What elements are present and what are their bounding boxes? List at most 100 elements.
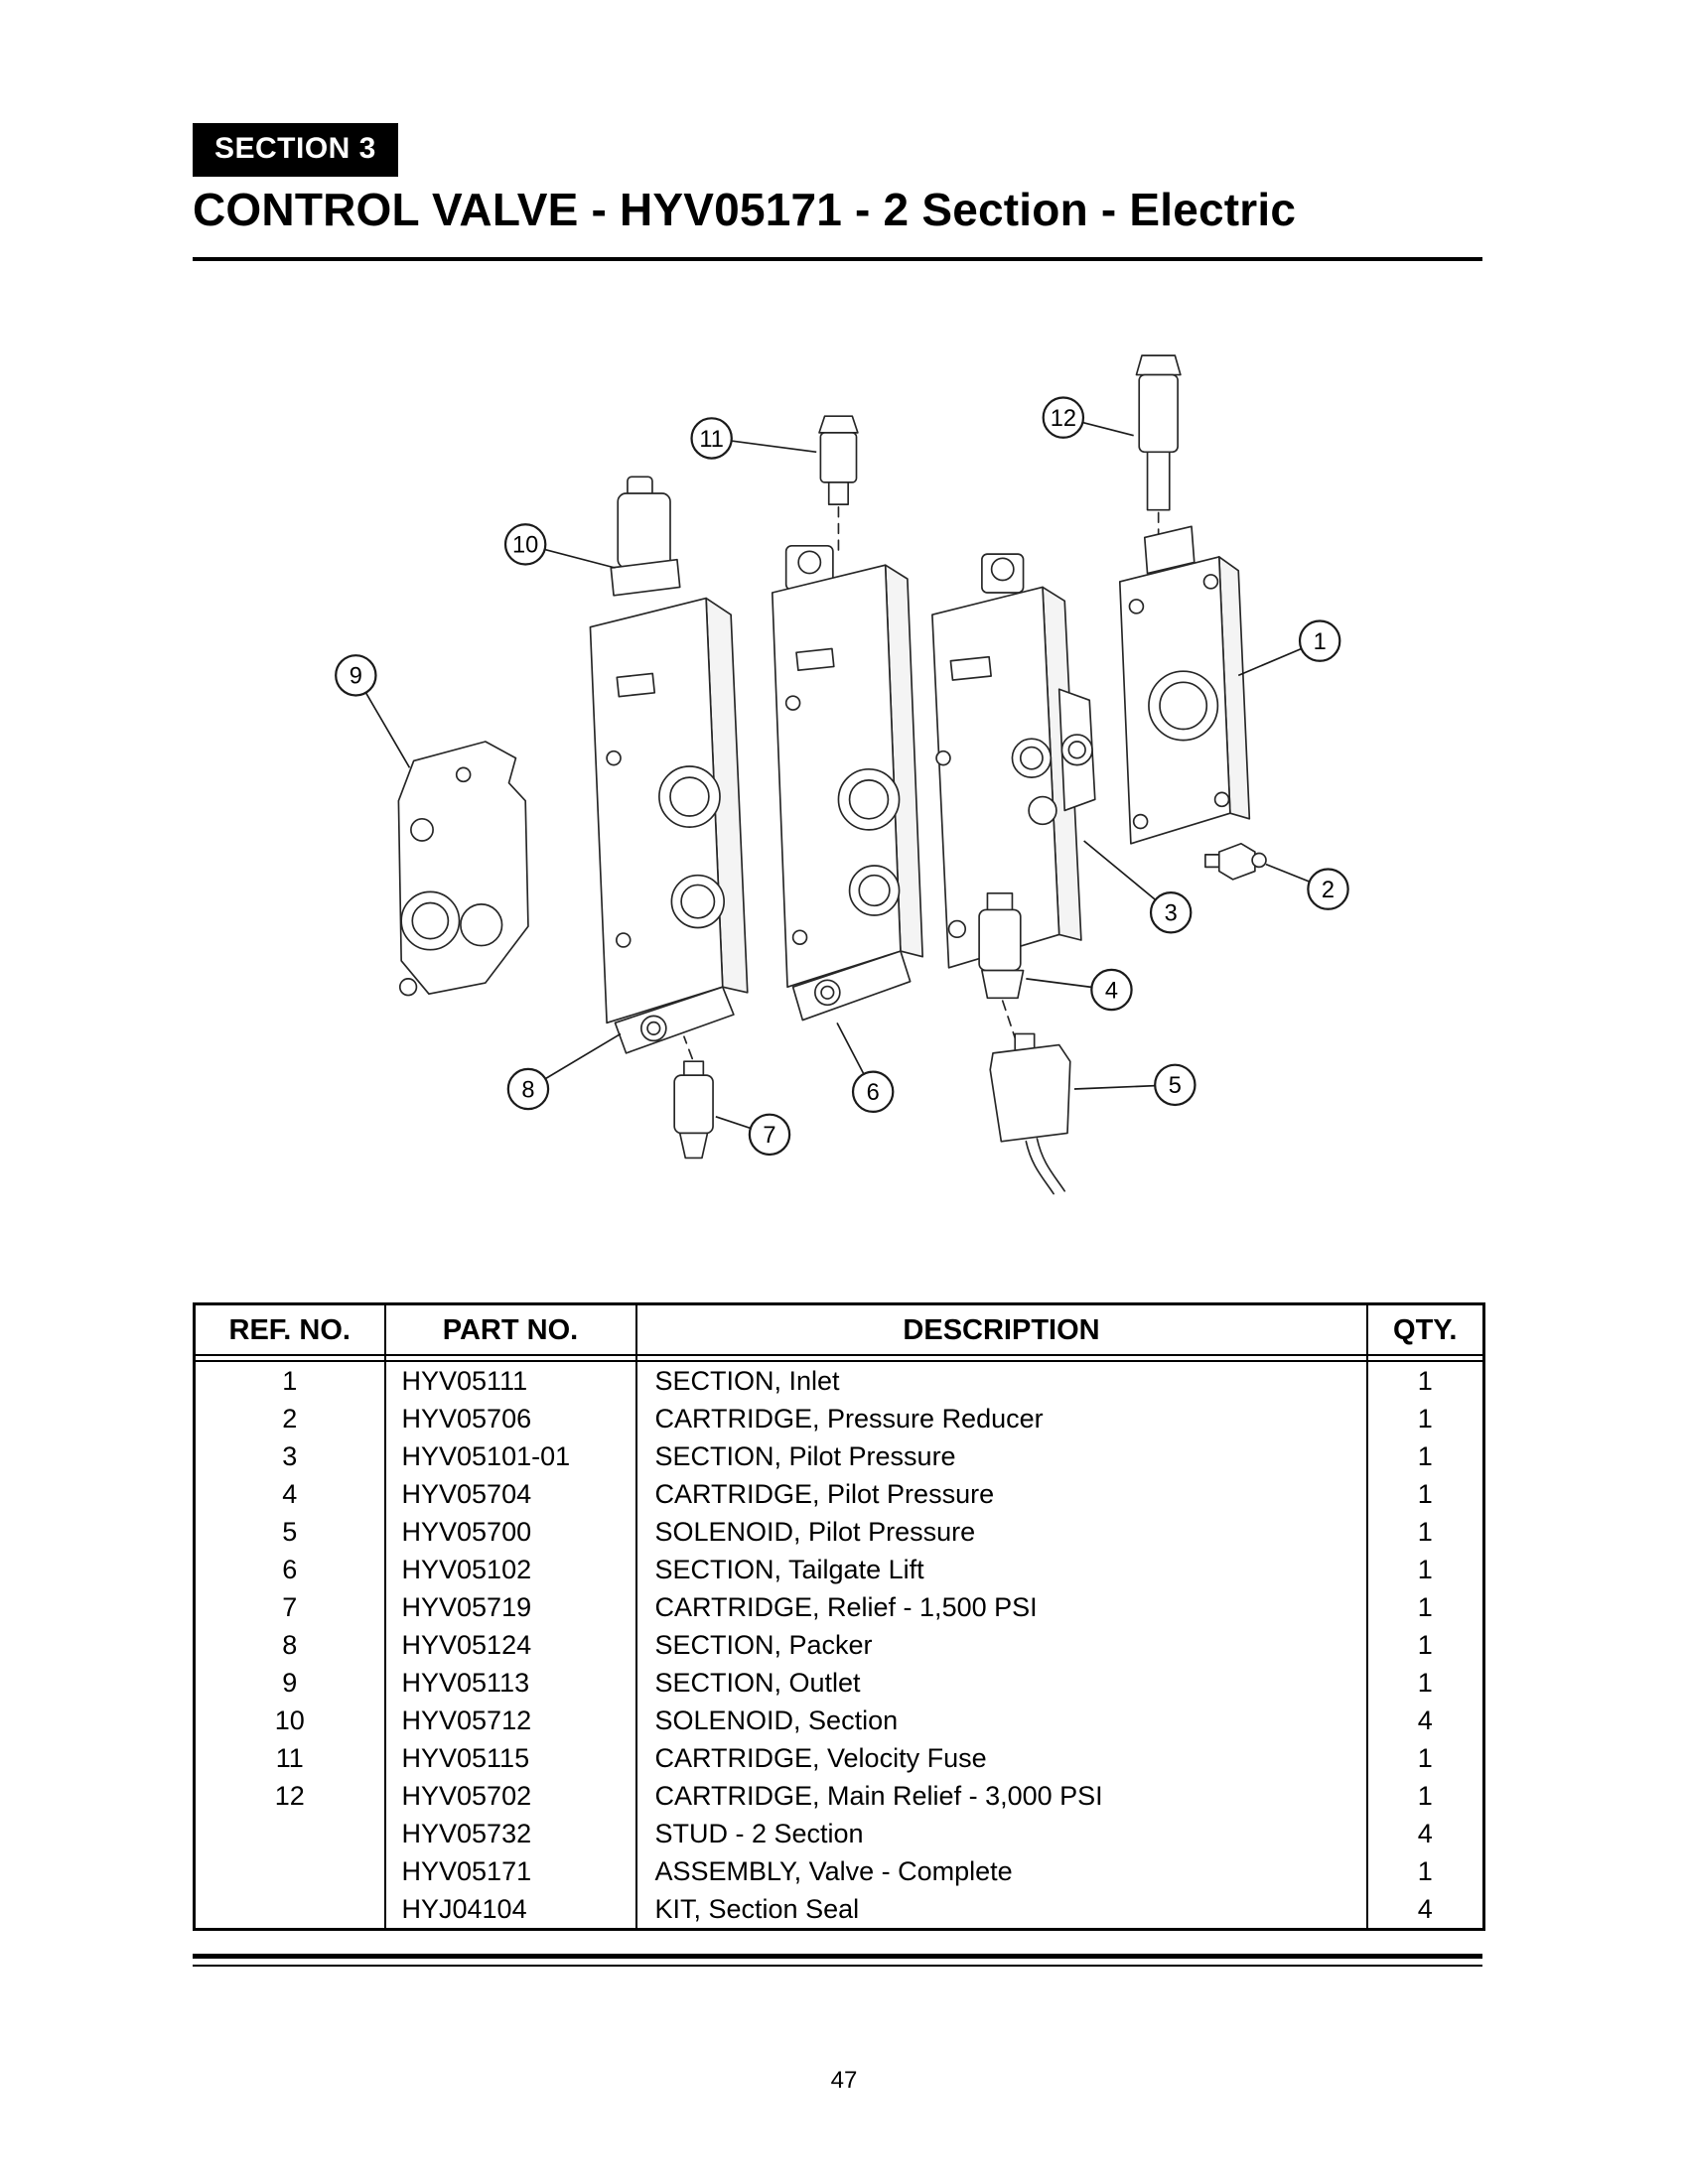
cell-description: SECTION, Inlet <box>634 1361 1368 1400</box>
cell-qty: 1 <box>1365 1361 1485 1400</box>
cell-part-no: HYV05732 <box>383 1815 637 1852</box>
callout-9: 9 <box>335 654 377 697</box>
callout-circle-5 <box>1154 1063 1196 1107</box>
cell-description: CARTRIDGE, Pressure Reducer <box>634 1400 1368 1437</box>
callout-11: 11 <box>690 417 733 460</box>
cell-part-no: HYV05124 <box>383 1626 637 1664</box>
cell-qty: 1 <box>1365 1626 1485 1664</box>
cell-ref-no: 1 <box>193 1361 386 1400</box>
cell-part-no: HYV05113 <box>383 1664 637 1702</box>
cell-qty: 1 <box>1365 1739 1485 1777</box>
cell-qty: 1 <box>1365 1777 1485 1815</box>
cell-description: CARTRIDGE, Main Relief - 3,000 PSI <box>634 1777 1368 1815</box>
pressure-reducer <box>1204 842 1267 881</box>
cell-qty: 1 <box>1365 1400 1485 1437</box>
cell-ref-no: 2 <box>193 1400 386 1437</box>
callout-10: 10 <box>503 523 547 566</box>
packer-section <box>589 476 749 1054</box>
header-qty: QTY. <box>1365 1303 1485 1356</box>
callout-circle-1 <box>1298 619 1341 662</box>
cell-ref-no <box>193 1890 386 1930</box>
callout-circle-11 <box>690 417 733 460</box>
callout-number-8: 8 <box>521 1077 534 1103</box>
cell-ref-no <box>193 1815 386 1852</box>
section-badge: SECTION 3 <box>193 123 398 177</box>
cell-description: SECTION, Packer <box>634 1626 1368 1664</box>
callout-circle-2 <box>1307 868 1349 910</box>
callout-number-12: 12 <box>1051 406 1076 432</box>
callout-6: 6 <box>851 1070 895 1114</box>
callout-number-5: 5 <box>1169 1073 1182 1099</box>
callout-circle-3 <box>1149 890 1193 934</box>
cell-part-no: HYV05700 <box>383 1513 637 1551</box>
cell-ref-no: 7 <box>193 1588 386 1626</box>
pilot-cartridge <box>978 891 1025 1000</box>
cell-ref-no: 6 <box>193 1551 386 1588</box>
cell-ref-no <box>193 1852 386 1890</box>
cell-description: CARTRIDGE, Velocity Fuse <box>634 1739 1368 1777</box>
cell-part-no: HYJ04104 <box>383 1890 637 1930</box>
cell-description: STUD - 2 Section <box>634 1815 1368 1852</box>
bottom-rule <box>193 1954 1482 1967</box>
cell-ref-no: 3 <box>193 1437 386 1475</box>
title-rule <box>193 257 1482 261</box>
cell-ref-no: 9 <box>193 1664 386 1702</box>
callout-circle-6 <box>851 1070 895 1114</box>
cell-part-no: HYV05115 <box>383 1739 637 1777</box>
callout-number-2: 2 <box>1322 878 1335 903</box>
callout-7: 7 <box>748 1113 791 1157</box>
callout-number-3: 3 <box>1165 901 1178 927</box>
cell-qty: 1 <box>1365 1437 1485 1475</box>
pilot-section <box>931 553 1096 969</box>
header-description: DESCRIPTION <box>634 1303 1368 1356</box>
cell-ref-no: 11 <box>193 1739 386 1777</box>
cell-description: SECTION, Tailgate Lift <box>634 1551 1368 1588</box>
callout-12: 12 <box>1042 396 1085 439</box>
cell-qty: 1 <box>1365 1852 1485 1890</box>
cell-qty: 1 <box>1365 1664 1485 1702</box>
cell-description: ASSEMBLY, Valve - Complete <box>634 1852 1368 1890</box>
header-part-no: PART NO. <box>383 1303 637 1356</box>
cell-part-no: HYV05171 <box>383 1852 637 1890</box>
cell-description: SOLENOID, Pilot Pressure <box>634 1513 1368 1551</box>
valve-line-art <box>397 354 1267 1195</box>
callout-1: 1 <box>1298 619 1341 662</box>
page-number: 47 <box>830 2067 858 2094</box>
callout-number-7: 7 <box>763 1123 775 1149</box>
cell-part-no: HYV05706 <box>383 1400 637 1437</box>
cell-qty: 1 <box>1365 1588 1485 1626</box>
cell-qty: 1 <box>1365 1475 1485 1513</box>
callout-number-10: 10 <box>512 533 538 559</box>
cell-part-no: HYV05102 <box>383 1551 637 1588</box>
callout-number-9: 9 <box>350 664 362 690</box>
cell-qty: 4 <box>1365 1890 1485 1930</box>
cell-ref-no: 5 <box>193 1513 386 1551</box>
cell-qty: 4 <box>1365 1815 1485 1852</box>
callout-number-6: 6 <box>867 1080 880 1106</box>
cell-ref-no: 10 <box>193 1702 386 1739</box>
cell-part-no: HYV05702 <box>383 1777 637 1815</box>
tailgate-section <box>771 415 923 1022</box>
cell-part-no: HYV05111 <box>383 1361 637 1400</box>
cell-ref-no: 4 <box>193 1475 386 1513</box>
outlet-section <box>397 741 529 997</box>
cell-description: CARTRIDGE, Pilot Pressure <box>634 1475 1368 1513</box>
callout-number-1: 1 <box>1314 629 1327 655</box>
cell-part-no: HYV05101-01 <box>383 1437 637 1475</box>
cell-part-no: HYV05704 <box>383 1475 637 1513</box>
callout-circle-10 <box>503 523 547 566</box>
